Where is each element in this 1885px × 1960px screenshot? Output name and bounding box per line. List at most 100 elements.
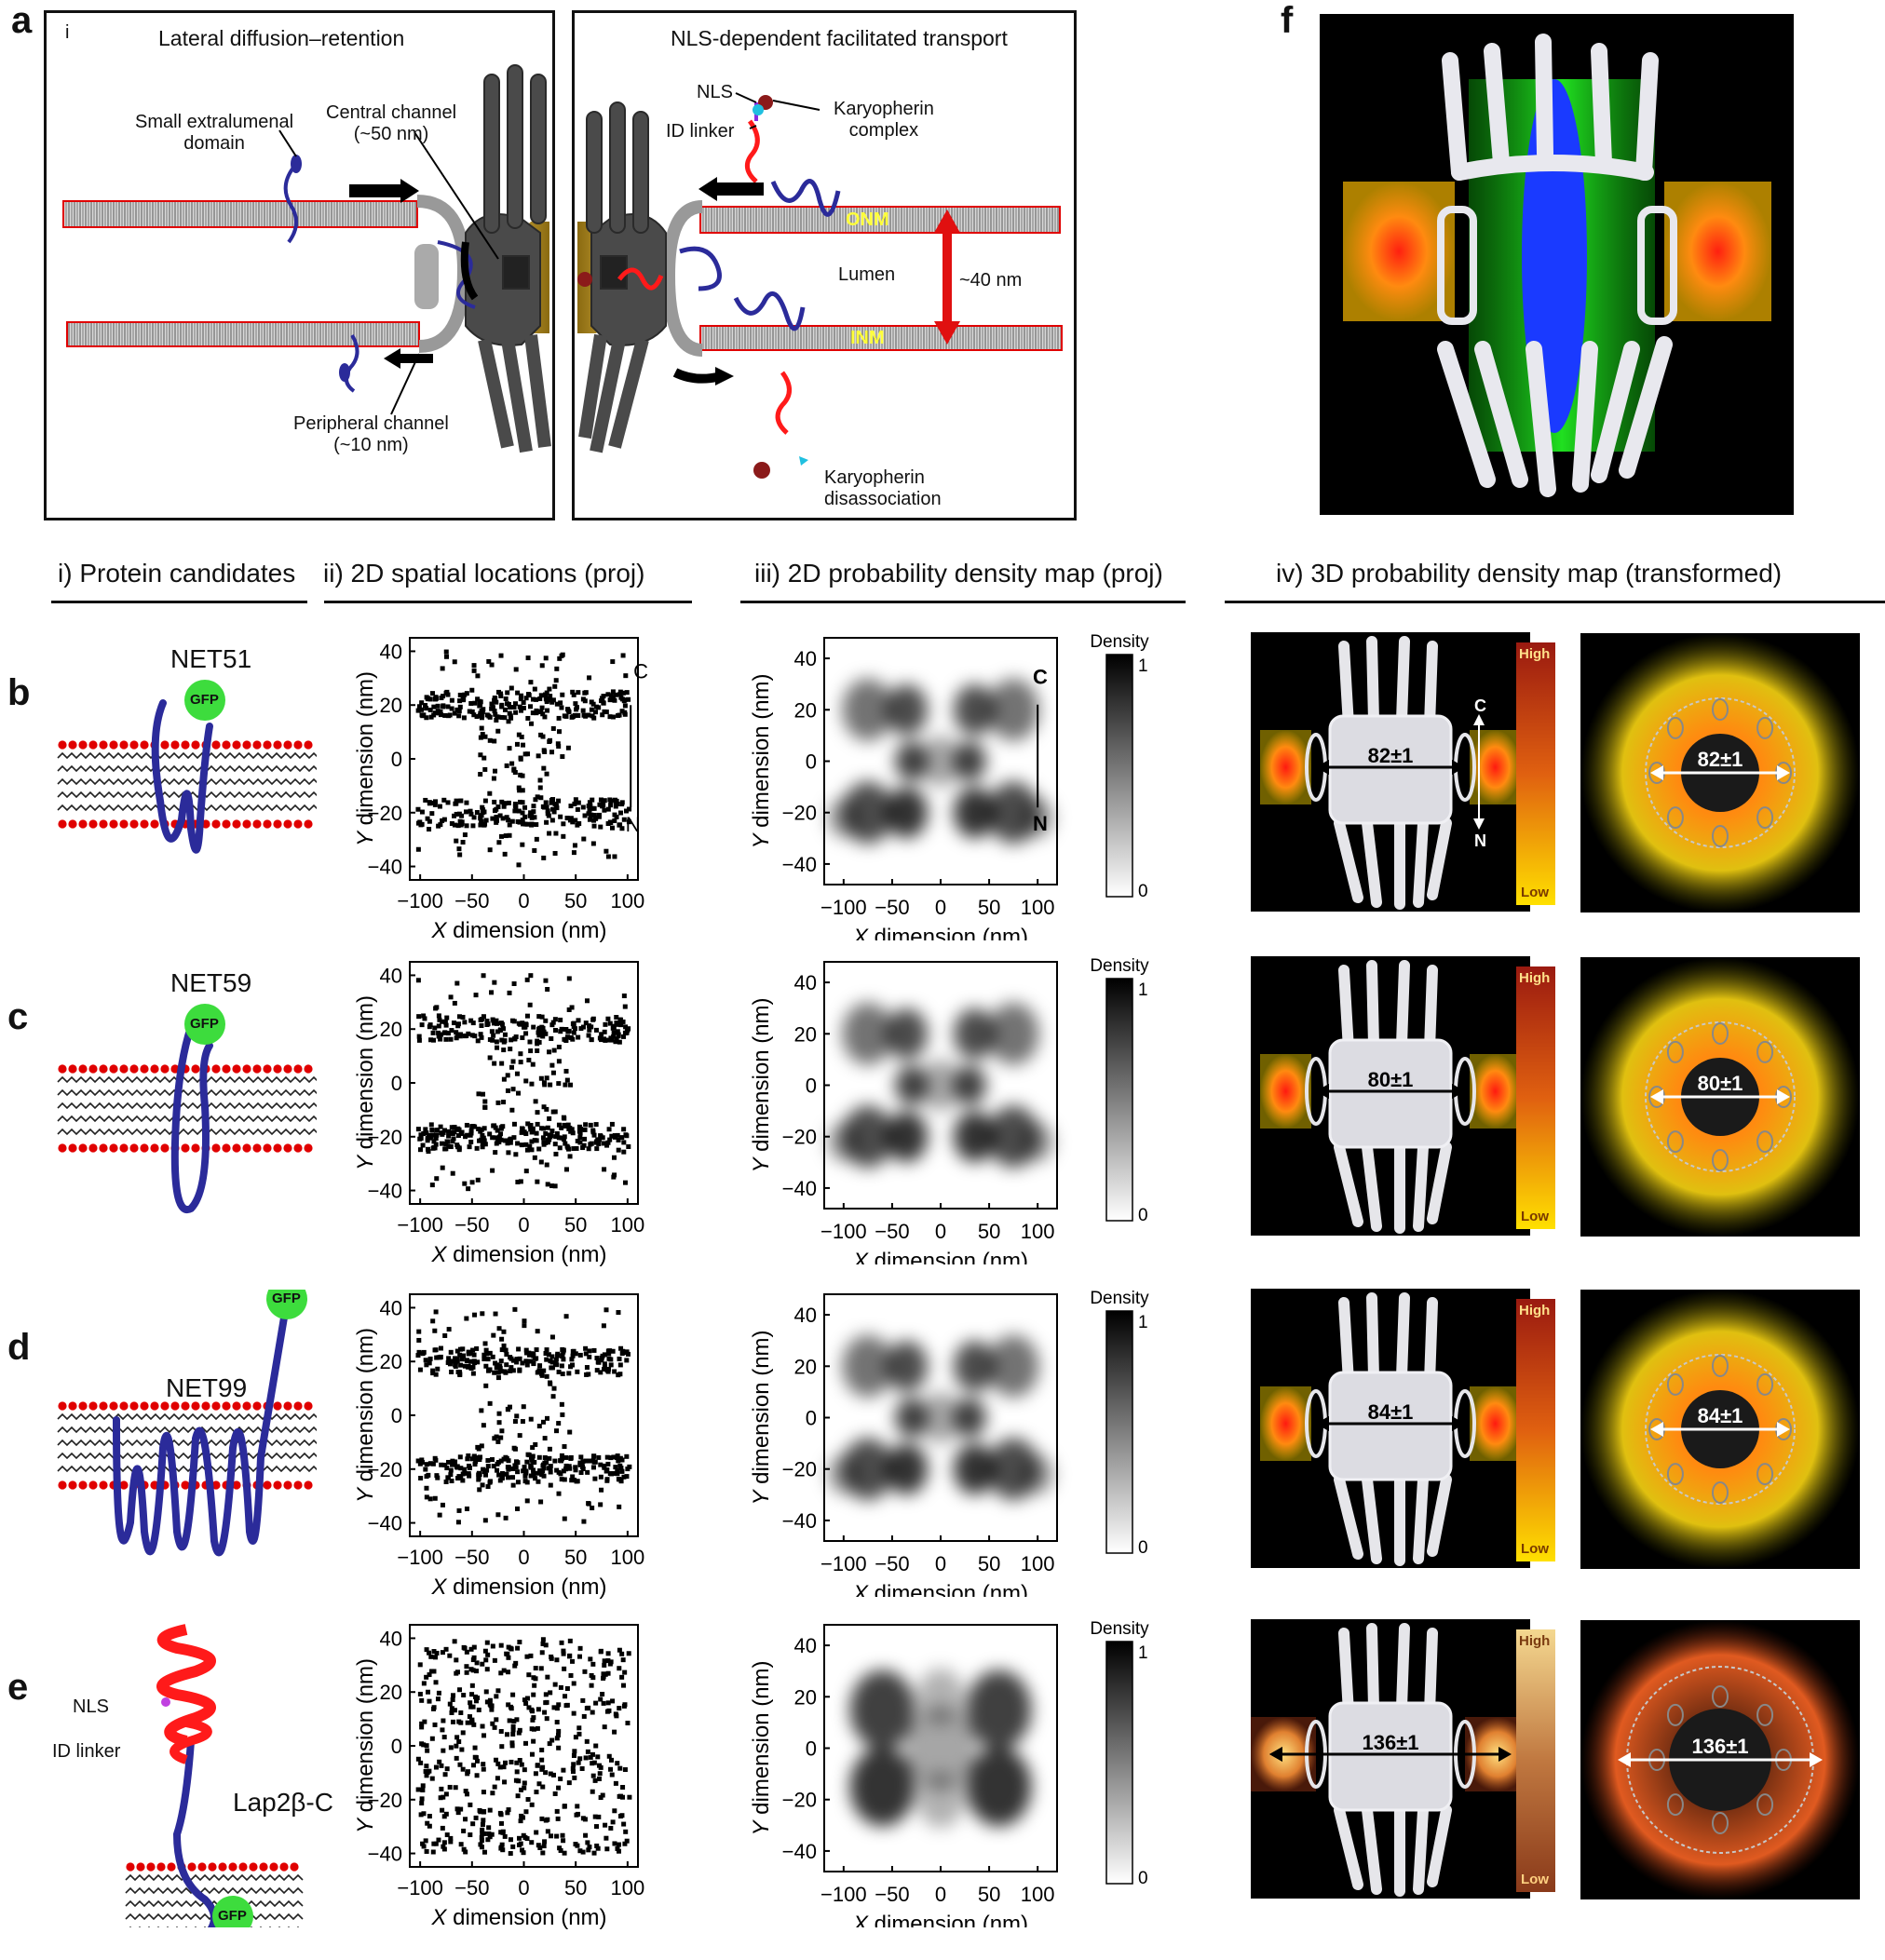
render-3d-top-0: 82±1 [1580, 633, 1860, 912]
scatter-point [601, 1323, 606, 1329]
scatter-point [603, 1835, 609, 1841]
scatter-point [499, 704, 505, 710]
scatter-point [431, 704, 437, 710]
scatter-point [466, 1349, 471, 1355]
scatter-point [562, 1850, 567, 1856]
scatter-point [543, 800, 549, 805]
scatter-point [543, 1770, 549, 1776]
scatter-point [477, 1457, 482, 1463]
scatter-point [499, 1744, 505, 1750]
scatter-point [624, 1453, 630, 1459]
c-terminus-label: C [1033, 666, 1048, 689]
scatter-point [464, 823, 469, 829]
scatter-point [529, 1840, 535, 1845]
scatter-point [605, 1016, 611, 1021]
scatter-point [491, 776, 496, 781]
scatter-point [560, 1372, 565, 1377]
scatter-point [554, 1736, 560, 1741]
scatter-point [484, 712, 490, 718]
n-terminus-label: N [1474, 831, 1486, 850]
scatter-point [492, 1370, 497, 1375]
scatter-point [580, 804, 586, 810]
scatter-point [461, 715, 467, 721]
scatter-point [454, 1030, 459, 1035]
scatter-point [601, 1671, 606, 1677]
scatter-point [430, 1037, 436, 1043]
scatter-point [481, 1762, 486, 1767]
scatter-point [598, 1502, 603, 1507]
scatter-point [468, 1832, 473, 1838]
panel-label-f: f [1281, 0, 1294, 41]
scatter-point [537, 785, 543, 791]
scatter-point [419, 809, 425, 815]
density-blob [886, 1443, 929, 1495]
scatter-point [454, 1735, 460, 1740]
scatter-point [561, 1349, 566, 1355]
scatter-point [483, 1657, 489, 1663]
column-header-iii: iii) 2D probability density map (proj) [754, 559, 1163, 588]
scatter-point [603, 1021, 608, 1027]
scatter-point [603, 1364, 608, 1370]
scatter-point [568, 1672, 574, 1678]
scatter-point [619, 1813, 625, 1818]
x-tick-label: 100 [1021, 1883, 1055, 1906]
scatter-point [573, 1735, 578, 1740]
scatter-point [564, 1077, 570, 1083]
scatter-point [590, 797, 595, 803]
scatter-point [480, 1016, 485, 1021]
scatter-point [479, 1408, 484, 1413]
scatter-point [596, 814, 602, 819]
scatter-point [494, 1757, 499, 1763]
scatter-point [590, 1751, 595, 1757]
scatter-point [453, 801, 458, 806]
scatter-point [593, 816, 599, 821]
scatter-point [489, 1707, 495, 1712]
scatter-point [550, 797, 556, 803]
scatter-point [468, 1018, 474, 1023]
scatter-point [420, 1783, 426, 1789]
scatter-point [616, 1477, 621, 1482]
scatter-point [535, 1470, 540, 1476]
scatter-point [433, 1655, 439, 1660]
scatter-point [523, 1031, 529, 1036]
scatter-point [498, 653, 504, 658]
scatter-point [531, 1361, 536, 1367]
scatter-point [564, 1685, 570, 1691]
scatter-point [417, 819, 423, 825]
scatter-point [617, 692, 623, 697]
scatter-point [600, 712, 605, 718]
scatter-point [576, 1731, 582, 1737]
scatter-point [512, 808, 518, 814]
scatter-point [626, 1651, 631, 1656]
y-tick-label: 40 [794, 971, 817, 994]
scatter-point [474, 1456, 480, 1462]
scatter-point [500, 1847, 506, 1853]
scatter-point [536, 1033, 542, 1038]
scatter-point [478, 1842, 483, 1847]
scatter-point [434, 1176, 440, 1182]
scatter-point [528, 1416, 534, 1422]
scatter-point [456, 846, 462, 852]
scatter-point [476, 1476, 481, 1481]
scatter-point [549, 1656, 554, 1661]
scatter-point [483, 1383, 489, 1388]
scatter-point [554, 805, 560, 811]
scatter-point [607, 1471, 613, 1477]
scatter-point [495, 1128, 500, 1133]
density-label: Density [1090, 632, 1149, 652]
scatter-point [427, 1823, 432, 1829]
scatter-point [617, 1765, 623, 1771]
scatter-point [475, 1444, 481, 1450]
scatter-point [603, 848, 609, 854]
scatter-point [598, 1370, 603, 1375]
scatter-point [558, 1471, 563, 1477]
scatter-point [563, 1694, 568, 1699]
scatter-point [568, 804, 574, 809]
scatter-point [574, 1479, 579, 1484]
scatter-point [438, 1124, 443, 1129]
scatter-point [483, 818, 489, 823]
scatter-point [520, 1035, 525, 1041]
scatter-point [620, 1784, 626, 1790]
scatter-point [442, 1030, 448, 1035]
scatter-point [437, 1512, 442, 1518]
